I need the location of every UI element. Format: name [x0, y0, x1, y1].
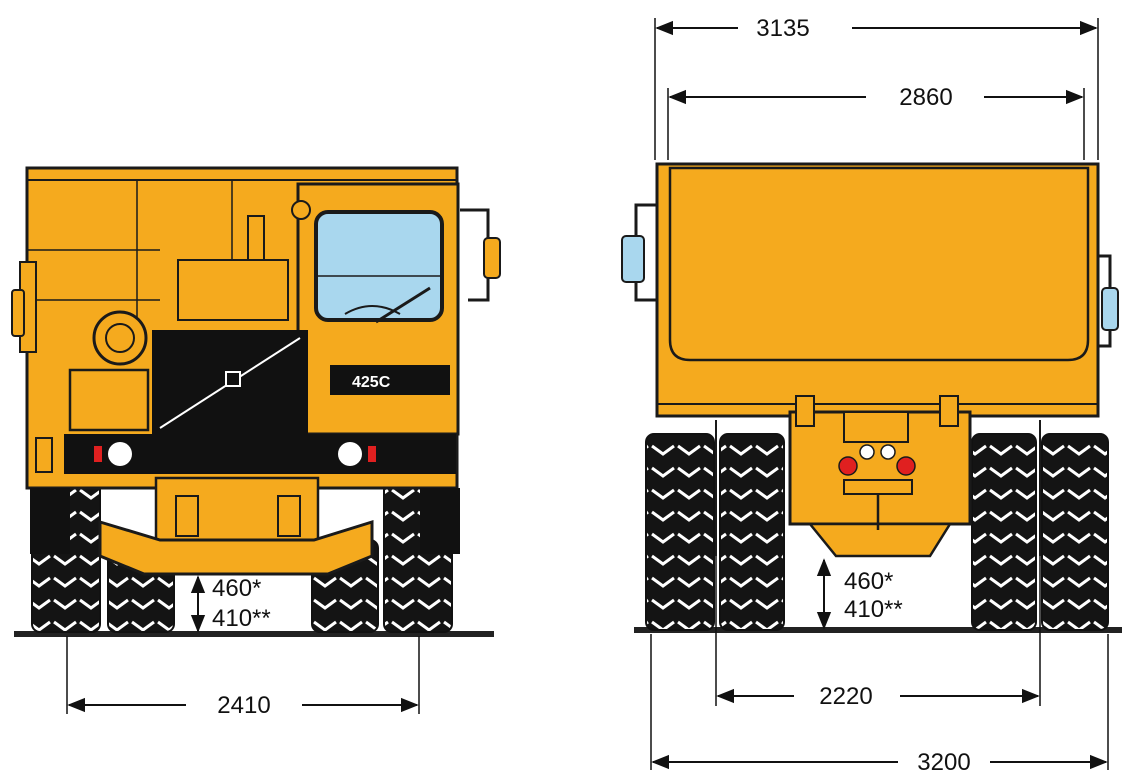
rear-tail-light-right	[896, 456, 916, 476]
rear-tail-light-left	[838, 456, 858, 476]
rear-reverse-light-right	[880, 444, 896, 460]
left-headlight	[108, 442, 132, 466]
exhaust-stack	[247, 215, 265, 263]
rear-clearance-label-2: 410**	[844, 596, 903, 623]
air-cleaner	[92, 310, 148, 366]
front-clearance-label-2: 410**	[212, 605, 271, 632]
right-headlight	[338, 442, 362, 466]
rear-reverse-light-left	[859, 444, 875, 460]
rear-overall-width-label: 3135	[756, 15, 809, 42]
rear-right-mirror	[1098, 254, 1119, 348]
front-track-width-label: 2410	[217, 692, 270, 719]
rear-clearance-label-1: 460*	[844, 568, 893, 595]
front-left-mirror	[11, 261, 37, 353]
model-badge-plate	[330, 365, 450, 395]
front-windshield	[314, 210, 444, 322]
rear-view: 3135 2860 460* 410** 2220 3200	[621, 15, 1122, 771]
front-right-mirror	[460, 208, 501, 302]
front-axle	[98, 519, 374, 576]
rear-overall-width-bottom-label: 3200	[917, 749, 970, 771]
rear-body-width-label: 2860	[899, 84, 952, 111]
rear-right-tires	[971, 433, 1109, 631]
rear-left-tires	[645, 433, 785, 631]
model-badge: 425C	[352, 374, 391, 391]
front-clearance-label-1: 460*	[212, 575, 261, 602]
front-view: 425C 460* 410** 2410	[11, 166, 501, 719]
engine-top	[177, 259, 289, 321]
rear-track-width-label: 2220	[819, 683, 872, 710]
rear-left-mirror	[621, 203, 657, 302]
wiper	[375, 286, 431, 324]
